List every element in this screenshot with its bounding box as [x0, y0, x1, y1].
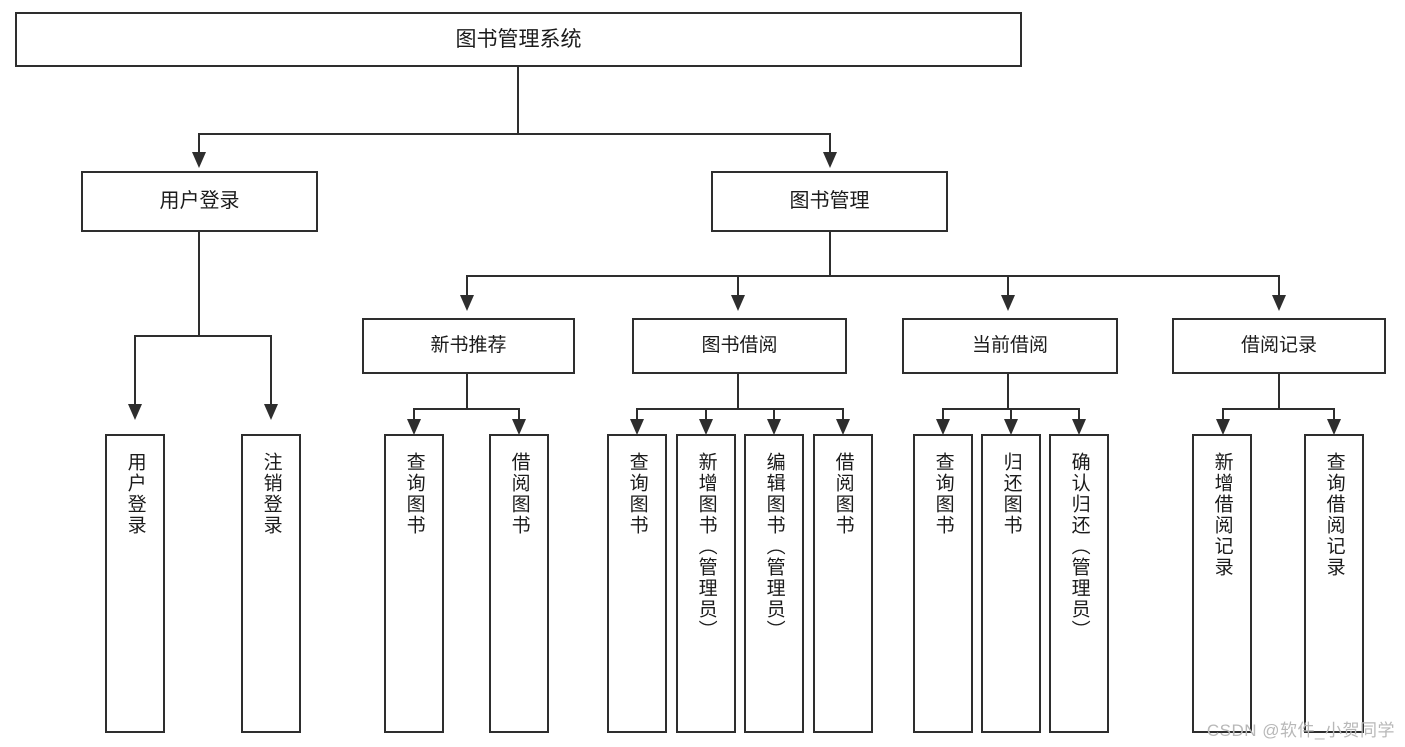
leaf-logout[interactable]: 注销登录 — [241, 434, 301, 733]
connector-user-login-bus — [134, 335, 272, 337]
connector-new-book-stem — [466, 374, 468, 409]
arrow-to-leaf-query-book-3 — [936, 419, 950, 435]
arrow-to-leaf-add-record — [1216, 419, 1230, 435]
node-label: 归还图书 — [1000, 452, 1022, 536]
leaf-add-book-admin[interactable]: 新增图书（管理员） — [676, 434, 736, 733]
arrow-to-borrow-record — [1272, 295, 1286, 311]
arrow-to-leaf-add-book — [699, 419, 713, 435]
connector-borrow-record-drop-1 — [1222, 408, 1224, 422]
arrow-to-leaf-borrow-book-2 — [836, 419, 850, 435]
arrow-to-current-borrow — [1001, 295, 1015, 311]
node-label: 借阅图书 — [508, 452, 530, 536]
leaf-confirm-return-admin[interactable]: 确认归还（管理员） — [1049, 434, 1109, 733]
arrow-to-leaf-query-book-1 — [407, 419, 421, 435]
connector-drop-book-borrow — [737, 275, 739, 298]
connector-book-borrow-drop-1 — [636, 408, 638, 422]
node-label: 新增图书（管理员） — [695, 452, 717, 641]
leaf-borrow-book[interactable]: 借阅图书 — [813, 434, 873, 733]
node-label: 当前借阅 — [971, 335, 1048, 357]
arrow-to-leaf-borrow-book-1 — [512, 419, 526, 435]
connector-drop-current-borrow — [1007, 275, 1009, 298]
node-book-management[interactable]: 图书管理 — [711, 171, 948, 232]
connector-book-borrow-bus — [636, 408, 844, 410]
connector-drop-new-book — [466, 275, 468, 298]
connector-root-to-book-management — [829, 133, 831, 155]
connector-borrow-record-bus — [1222, 408, 1334, 410]
leaf-return-book[interactable]: 归还图书 — [981, 434, 1041, 733]
leaf-borrow-book-recommend[interactable]: 借阅图书 — [489, 434, 549, 733]
node-borrow-record[interactable]: 借阅记录 — [1172, 318, 1386, 374]
connector-current-borrow-drop-1 — [942, 408, 944, 422]
connector-root-to-user-login — [198, 133, 200, 155]
leaf-user-login[interactable]: 用户登录 — [105, 434, 165, 733]
node-label: 注销登录 — [260, 452, 282, 536]
node-label: 新书推荐 — [430, 335, 507, 357]
node-root-book-management-system[interactable]: 图书管理系统 — [15, 12, 1022, 67]
node-label: 用户登录 — [159, 190, 240, 213]
arrow-to-book-borrow — [731, 295, 745, 311]
node-label: 确认归还（管理员） — [1068, 452, 1090, 641]
connector-root-stem — [517, 67, 519, 134]
node-label: 查询图书 — [932, 452, 954, 536]
connector-current-borrow-stem — [1007, 374, 1009, 409]
connector-new-book-bus — [413, 408, 519, 410]
arrow-to-leaf-confirm-return — [1072, 419, 1086, 435]
leaf-query-book-current[interactable]: 查询图书 — [913, 434, 973, 733]
connector-root-bus — [198, 133, 831, 135]
connector-book-management-bus — [466, 275, 1280, 277]
node-label: 新增借阅记录 — [1211, 452, 1233, 578]
connector-user-login-left-drop — [134, 335, 136, 407]
node-label: 借阅图书 — [832, 452, 854, 536]
arrow-to-leaf-query-book-2 — [630, 419, 644, 435]
node-label: 图书管理 — [789, 190, 870, 213]
arrow-root-to-book-management — [823, 152, 837, 168]
connector-user-login-right-drop — [270, 335, 272, 407]
node-current-borrow[interactable]: 当前借阅 — [902, 318, 1118, 374]
leaf-query-book-recommend[interactable]: 查询图书 — [384, 434, 444, 733]
arrow-to-leaf-user-login — [128, 404, 142, 420]
arrow-root-to-user-login — [192, 152, 206, 168]
connector-new-book-drop-1 — [413, 408, 415, 422]
node-label: 查询图书 — [626, 452, 648, 536]
node-user-login[interactable]: 用户登录 — [81, 171, 318, 232]
leaf-edit-book-admin[interactable]: 编辑图书（管理员） — [744, 434, 804, 733]
connector-borrow-record-stem — [1278, 374, 1280, 409]
leaf-query-book-borrow[interactable]: 查询图书 — [607, 434, 667, 733]
connector-book-borrow-drop-4 — [842, 408, 844, 422]
arrow-to-leaf-logout — [264, 404, 278, 420]
arrow-to-new-book-recommend — [460, 295, 474, 311]
node-label: 查询图书 — [403, 452, 425, 536]
connector-book-borrow-stem — [737, 374, 739, 409]
node-label: 用户登录 — [124, 452, 146, 536]
arrow-to-leaf-edit-book — [767, 419, 781, 435]
leaf-add-borrow-record[interactable]: 新增借阅记录 — [1192, 434, 1252, 733]
node-label: 查询借阅记录 — [1323, 452, 1345, 578]
node-label: 编辑图书（管理员） — [763, 452, 785, 641]
arrow-to-leaf-return-book — [1004, 419, 1018, 435]
connector-book-management-stem — [829, 232, 831, 276]
connector-book-borrow-drop-3 — [773, 408, 775, 422]
connector-book-borrow-drop-2 — [705, 408, 707, 422]
node-label: 图书借阅 — [701, 335, 778, 357]
leaf-query-borrow-record[interactable]: 查询借阅记录 — [1304, 434, 1364, 733]
node-label: 图书管理系统 — [455, 27, 582, 51]
connector-borrow-record-drop-2 — [1333, 408, 1335, 422]
connector-user-login-stem — [198, 232, 200, 336]
connector-drop-borrow-record — [1278, 275, 1280, 298]
arrow-to-leaf-query-record — [1327, 419, 1341, 435]
node-label: 借阅记录 — [1240, 335, 1317, 357]
connector-current-borrow-drop-3 — [1078, 408, 1080, 422]
node-book-borrow[interactable]: 图书借阅 — [632, 318, 847, 374]
connector-new-book-drop-2 — [518, 408, 520, 422]
node-new-book-recommend[interactable]: 新书推荐 — [362, 318, 575, 374]
connector-current-borrow-drop-2 — [1010, 408, 1012, 422]
